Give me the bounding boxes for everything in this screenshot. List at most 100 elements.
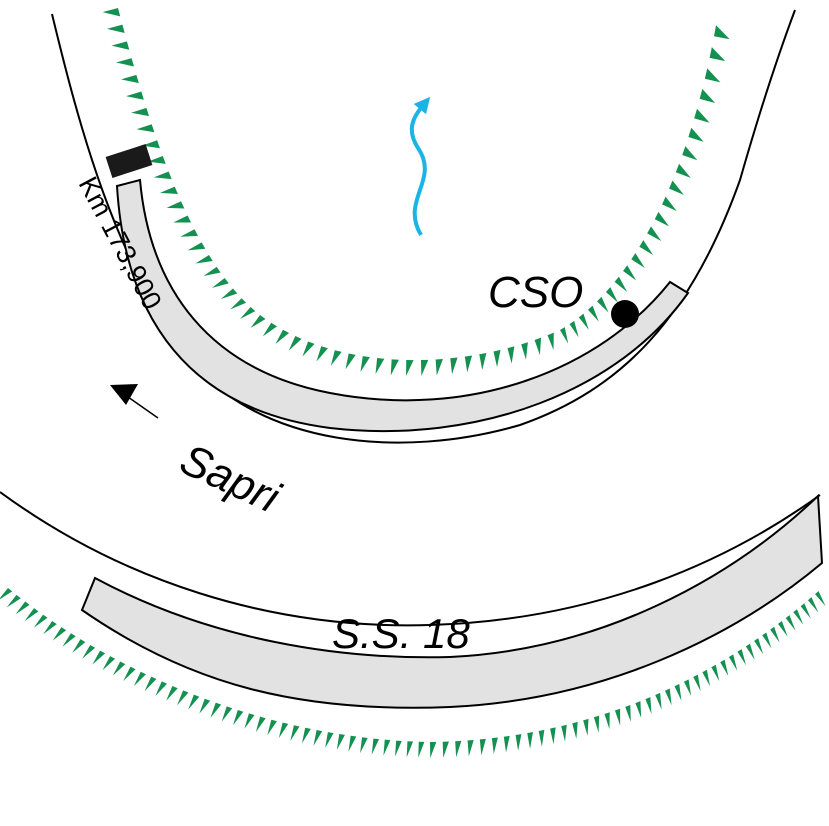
verge-tooth [455, 740, 462, 758]
verge-tooth [639, 240, 654, 255]
verge-tooth [406, 360, 414, 376]
verge-tooth [560, 327, 569, 344]
verge-tooth [348, 735, 357, 752]
verge-tooth [230, 298, 247, 310]
verge-tooth [770, 626, 780, 643]
verge-tooth [561, 724, 567, 742]
upper-lane [115, 178, 690, 432]
verge-tooth [72, 639, 86, 653]
direction-arrow-icon [110, 384, 138, 405]
verge-tooth [302, 341, 315, 357]
verge-tooth [467, 739, 474, 757]
verge-tooth [210, 702, 222, 718]
verge-tooth [793, 609, 804, 625]
verge-tooth [623, 265, 637, 281]
verge-tooth [375, 358, 385, 374]
verge-tooth [262, 322, 278, 337]
verge-tooth [188, 694, 200, 710]
verge-tooth [521, 342, 528, 360]
verge-tooth [360, 737, 368, 754]
verge-tooth [430, 741, 437, 758]
verge-tooth [645, 697, 652, 714]
cso-label: CSO [488, 268, 583, 317]
lower-road-edge [0, 491, 821, 627]
verge-tooth [699, 88, 716, 103]
verge-tooth [754, 638, 764, 655]
verge-tooth [662, 196, 677, 212]
verge-tooth [800, 603, 811, 619]
verge-tooth [605, 287, 618, 303]
verge-tooth [166, 201, 185, 209]
verge-tooth [527, 732, 533, 749]
direction-arrow-line [127, 396, 159, 419]
lower-verge [0, 588, 826, 758]
verge-tooth [123, 666, 136, 682]
verge-tooth [6, 594, 21, 608]
verge-tooth [131, 107, 150, 117]
verge-tooth [195, 254, 213, 264]
verge-tooth [713, 25, 730, 40]
verge-tooth [778, 620, 788, 637]
verge-tooth [711, 664, 720, 682]
verge-tooth [675, 163, 691, 178]
verge-tooth [588, 305, 599, 322]
verge-tooth [102, 656, 116, 671]
verge-tooth [116, 58, 134, 67]
verge-tooth [693, 674, 701, 692]
verge-tooth [316, 346, 328, 362]
verge-tooth [33, 614, 48, 628]
verge-tooth [683, 679, 692, 697]
verge-tooth [694, 108, 710, 123]
verge-tooth [728, 654, 738, 671]
verge-tooth [493, 349, 501, 368]
verge-tooth [515, 734, 522, 751]
verge-tooth [550, 727, 556, 745]
verge-tooth [614, 708, 621, 726]
verge-tooth [144, 676, 157, 692]
verge-tooth [604, 712, 610, 730]
verge-tooth [720, 659, 729, 677]
verge-tooth [745, 643, 755, 660]
verge-tooth [147, 156, 166, 164]
verge-tooth [233, 710, 244, 726]
verge-tooth [635, 701, 642, 718]
verge-tooth [336, 734, 345, 750]
verge-tooth [674, 684, 682, 701]
verge-tooth [614, 276, 628, 292]
verge-tooth [491, 737, 498, 755]
verge-tooth [267, 719, 277, 736]
verge-tooth [102, 8, 121, 17]
verge-tooth [669, 180, 684, 195]
verge-tooth [153, 171, 172, 180]
verge-tooth [704, 68, 721, 83]
verge-tooth [647, 226, 662, 242]
verge-tooth [654, 211, 670, 227]
verge-tooth [244, 713, 255, 729]
verge-tooth [538, 729, 545, 747]
verge-tooth [112, 661, 126, 676]
verge-tooth [187, 242, 206, 251]
verge-tooth [569, 320, 579, 338]
verge-tooth [325, 732, 334, 748]
verge-tooth [702, 669, 711, 687]
verge-tooth [177, 690, 189, 706]
verge-tooth [106, 24, 125, 34]
verge-tooth [136, 124, 155, 133]
verge-tooth [360, 356, 370, 372]
verge-tooth [383, 739, 391, 756]
verge-tooth [507, 346, 515, 364]
verge-tooth [664, 688, 672, 706]
verge-tooth [815, 591, 826, 607]
verge-tooth [92, 650, 106, 665]
verge-tooth [371, 738, 380, 755]
verge-tooth [221, 706, 233, 722]
verge-tooth [406, 741, 414, 758]
verge-tooth [180, 229, 198, 237]
verge-tooth [160, 186, 178, 195]
verge-tooth [418, 741, 425, 758]
verge-tooth [547, 332, 554, 351]
verge-tooth [111, 41, 130, 50]
verge-tooth [625, 705, 631, 722]
verge-tooth [435, 358, 443, 376]
